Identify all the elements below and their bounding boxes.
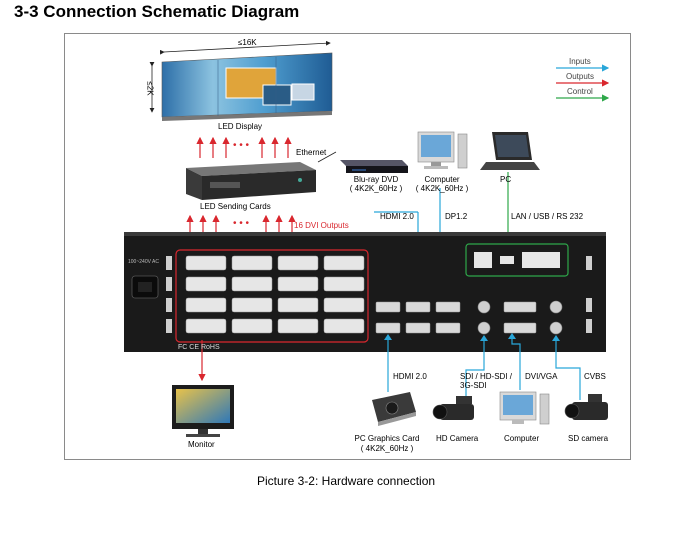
dp-label: DP1.2 bbox=[445, 212, 468, 221]
control-link-label: LAN / USB / RS 232 bbox=[511, 212, 584, 221]
legend-inputs-label: Inputs bbox=[569, 57, 591, 66]
diagram-frame bbox=[64, 33, 631, 460]
dvi-vga-label: DVI/VGA bbox=[525, 372, 558, 381]
section-heading: 3-3 Connection Schematic Diagram bbox=[14, 2, 300, 21]
led-display bbox=[149, 40, 333, 121]
graphics-card-device bbox=[372, 392, 416, 426]
dvi-outputs-label: 16 DVI Outputs bbox=[294, 221, 349, 230]
sending-card-box bbox=[186, 151, 337, 200]
ethernet-label: Ethernet bbox=[296, 148, 327, 157]
graphics-card-name: PC Graphics Card bbox=[354, 434, 420, 443]
computer-top-spec: ( 4K2K_60Hz ) bbox=[415, 184, 469, 193]
power-label: 100~240V AC bbox=[128, 259, 159, 265]
hdmi-bottom-label: HDMI 2.0 bbox=[393, 372, 427, 381]
led-output-arrows bbox=[196, 136, 292, 158]
cvbs-line bbox=[555, 336, 581, 400]
computer-bottom-name: Computer bbox=[504, 434, 540, 443]
monitor-device bbox=[172, 385, 234, 437]
led-height-label: ≤2K bbox=[145, 81, 155, 96]
hd-camera-name: HD Camera bbox=[436, 434, 479, 443]
sending-cards-label: LED Sending Cards bbox=[200, 202, 271, 211]
legend-outputs-label: Outputs bbox=[566, 72, 595, 81]
pc-name: PC bbox=[500, 175, 512, 184]
bluray-player bbox=[340, 160, 408, 173]
bluray-spec: ( 4K2K_60Hz ) bbox=[349, 184, 403, 193]
figure-caption: Picture 3-2: Hardware connection bbox=[256, 474, 436, 488]
monitor-label: Monitor bbox=[188, 440, 215, 449]
certification-marks: FC CE RoHS bbox=[178, 344, 220, 351]
sd-camera-name: SD camera bbox=[568, 434, 609, 443]
sending-dots: • • • bbox=[233, 218, 250, 229]
computer-bottom bbox=[499, 391, 550, 425]
sdi-line bbox=[465, 336, 485, 398]
hdmi-top-label: HDMI 2.0 bbox=[380, 212, 414, 221]
sdi-label-1: SDI / HD-SDI / bbox=[460, 372, 513, 381]
pc-laptop bbox=[480, 132, 540, 170]
led-display-label: LED Display bbox=[218, 122, 263, 131]
led-width-label: ≤16K bbox=[238, 38, 257, 47]
sd-camera-device bbox=[564, 394, 608, 420]
legend bbox=[556, 64, 610, 102]
computer-top-name: Computer bbox=[424, 175, 460, 184]
graphics-card-spec: ( 4K2K_60Hz ) bbox=[360, 444, 414, 453]
cvbs-label: CVBS bbox=[584, 372, 606, 381]
dvi-output-group bbox=[175, 249, 369, 343]
control-module bbox=[465, 243, 569, 277]
computer-top bbox=[417, 131, 468, 169]
led-dots: • • • bbox=[233, 140, 250, 151]
processor-chassis bbox=[124, 232, 606, 352]
hd-camera-device bbox=[432, 396, 474, 420]
legend-control-label: Control bbox=[567, 87, 593, 96]
sdi-label-2: 3G-SDI bbox=[460, 381, 487, 390]
bluray-name: Blu-ray DVD bbox=[353, 175, 399, 184]
